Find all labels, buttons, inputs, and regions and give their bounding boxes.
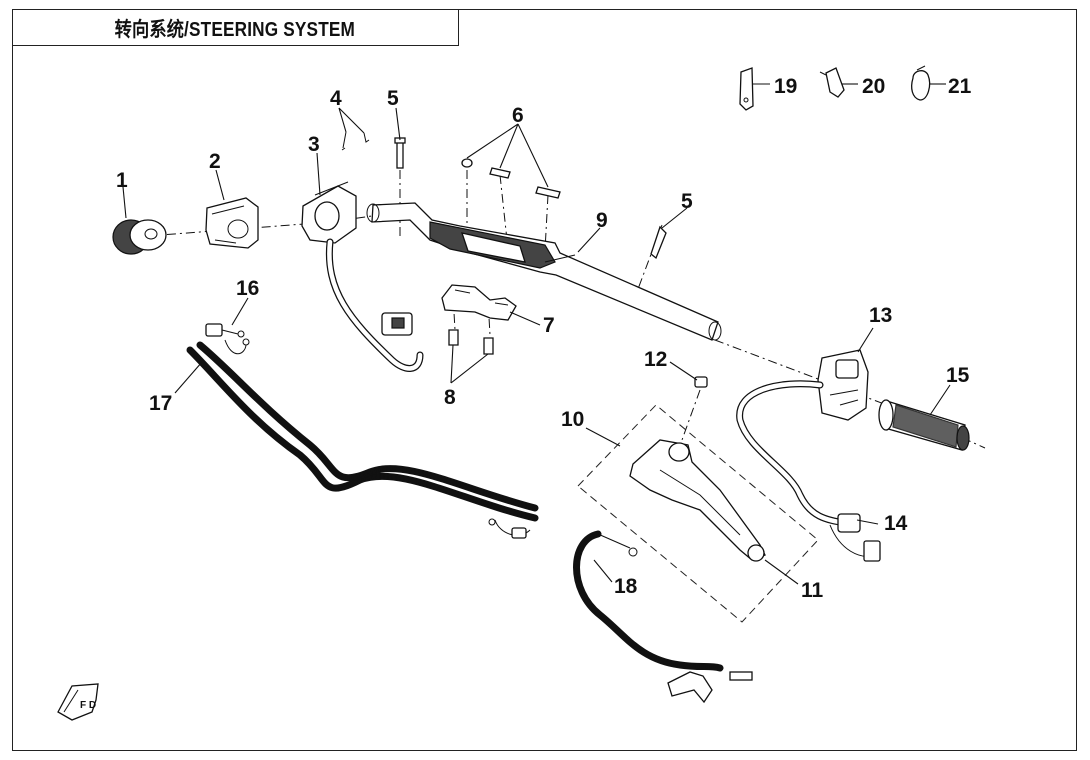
callout-6: 6 <box>512 104 524 127</box>
callout-21: 21 <box>948 75 972 98</box>
leader-lines <box>122 83 951 585</box>
right-grip <box>878 399 970 451</box>
callout-10: 10 <box>561 408 584 431</box>
callout-2: 2 <box>209 150 221 173</box>
forward-marker-text: F D <box>80 700 96 711</box>
switch-cable <box>736 380 881 562</box>
cable-tie-strap <box>739 67 754 111</box>
axis-line-left <box>147 211 401 237</box>
bolt-left <box>394 137 406 169</box>
callout-5-right: 5 <box>681 190 693 213</box>
callout-19: 19 <box>774 75 797 98</box>
drawing-frame <box>12 9 1077 751</box>
handlebar <box>366 202 722 341</box>
callout-8: 8 <box>444 386 456 409</box>
clamp-screws <box>448 329 494 355</box>
handlebar-clamp <box>441 284 517 321</box>
forward-direction-marker: F D <box>57 683 99 721</box>
callout-11: 11 <box>801 579 824 602</box>
cable-clamp-20 <box>819 67 845 98</box>
clutch-cable <box>573 530 753 704</box>
bolt-right <box>650 225 667 260</box>
callout-18: 18 <box>614 575 638 598</box>
callout-14: 14 <box>884 512 908 535</box>
callout-7: 7 <box>543 314 555 337</box>
axis-line-bolt12 <box>681 389 701 441</box>
callout-15: 15 <box>946 364 970 387</box>
bar-end-weight <box>112 219 167 255</box>
callout-3: 3 <box>308 133 320 156</box>
throttle-housing-cover <box>205 197 259 249</box>
callout-5-left: 5 <box>387 87 399 110</box>
page-title: 转向系统/STEERING SYSTEM <box>114 18 356 41</box>
right-switch-housing <box>817 349 869 421</box>
callout-12: 12 <box>644 348 667 371</box>
clutch-lever <box>629 439 766 562</box>
cable-clamp-21 <box>911 65 931 101</box>
small-screws <box>341 131 370 151</box>
callout-9: 9 <box>596 209 608 232</box>
callout-13: 13 <box>869 304 892 327</box>
callout-17: 17 <box>149 392 172 415</box>
callout-4: 4 <box>330 87 342 110</box>
callout-16: 16 <box>236 277 259 300</box>
title-block: 转向系统/STEERING SYSTEM <box>12 9 459 46</box>
pins-washer <box>461 158 561 199</box>
wiring-harness <box>186 323 539 539</box>
throttle-assembly <box>301 181 424 372</box>
lever-pivot-bolt <box>694 376 708 388</box>
callout-20: 20 <box>862 75 885 98</box>
callout-1: 1 <box>116 169 128 192</box>
